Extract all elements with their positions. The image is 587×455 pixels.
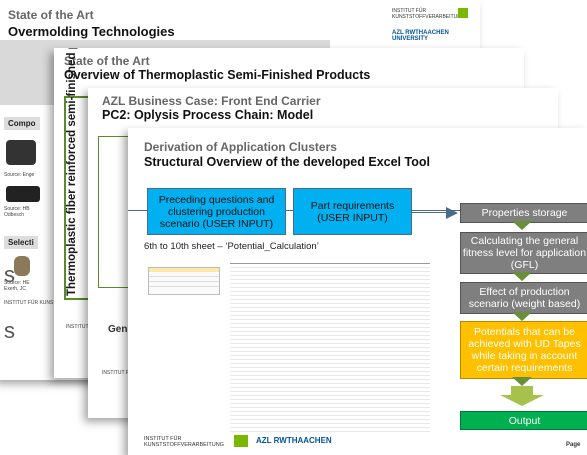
slide1-part-image-3 [14, 256, 30, 276]
mini-table-rows [230, 264, 430, 434]
rwth-logo: AZL RWTHAACHEN [256, 436, 332, 445]
box-general-fitness: Calculating the general fitness level fo… [460, 232, 587, 274]
mini-table-row [149, 277, 219, 282]
slide1-src1: Source: Enge [4, 172, 35, 178]
mini-table-small [148, 267, 220, 295]
mini-table-header [230, 260, 430, 264]
slide1-title: Overmolding Technologies [8, 24, 175, 39]
slide1-part-image-1 [6, 140, 36, 165]
box-part-requirements: Part requirements (USER INPUT) [293, 188, 412, 235]
ikv-logo-text: INSTITUT FÜR KUNSTSTOFFVERARBEITUNG [392, 8, 465, 20]
mini-table-row [149, 282, 219, 287]
slide2-kicker: State of the Art [64, 54, 150, 68]
slide3-kicker: AZL Business Case: Front End Carrier [102, 94, 321, 108]
slide3-title: PC2: Oplysis Process Chain: Model [102, 108, 314, 122]
ikv-logo: INSTITUT FÜR KUNSTSTOFFVERARBEITUNG [392, 8, 472, 20]
box-preceding-questions: Preceding questions and clustering produ… [147, 188, 286, 235]
slide3-gen-label: Gene [108, 324, 134, 335]
big-arrow-down-icon [500, 386, 544, 406]
slide1-side-letter-2: s [4, 318, 15, 343]
slide1-part-image-2 [6, 186, 40, 202]
arrow-down-icon [512, 377, 532, 386]
arrow-right-icon [446, 207, 458, 219]
mini-table-large [230, 260, 430, 435]
arrow-down-icon [512, 272, 532, 281]
box-output: Output [460, 411, 587, 430]
arrow-down-icon [512, 312, 532, 321]
box-properties-storage: Properties storage [460, 203, 587, 223]
slide1-side-compo: Compo [4, 117, 40, 130]
slide2-title: Overview of Thermoplastic Semi-Finished … [64, 68, 371, 82]
slide1-src2: Source: HB Odbesch [4, 206, 30, 218]
slide1-side-select: Selecti [4, 236, 38, 249]
arrow-down-icon [512, 221, 532, 230]
rwth-logo: AZL RWTHAACHEN UNIVERSITY [392, 30, 449, 42]
mini-table-header [149, 268, 219, 272]
ikv-logo-mark [458, 8, 468, 18]
slide4-kicker: Derivation of Application Clusters [144, 140, 337, 154]
box-potentials: Potentials that can be achieved with UD … [460, 321, 587, 379]
sheet-label: 6th to 10th sheet – ‘Potential_Calculati… [144, 241, 319, 252]
slide3-process-frame [98, 136, 130, 288]
page-number-label: Page [566, 442, 581, 448]
slide1-kicker: State of the Art [8, 8, 94, 22]
slide1-side-letter-1: s [4, 262, 15, 287]
ikv-logo-mark [234, 435, 248, 447]
slide2-vertical-title: Thermoplastic fiber reinforced semi-fini… [66, 48, 78, 296]
slide-excel-tool: Derivation of Application Clusters Struc… [128, 128, 587, 455]
slide4-title: Structural Overview of the developed Exc… [144, 155, 430, 169]
slide1-src3: Source: HE Exerh, JC [4, 280, 30, 292]
mini-table-row [149, 272, 219, 277]
box-effect-production: Effect of production scenario (weight ba… [460, 282, 587, 314]
slide4-footer-institute: INSTITUT FÜR KUNSTSTOFFVERARBEITUNG [144, 436, 224, 448]
connector-line [412, 212, 456, 213]
